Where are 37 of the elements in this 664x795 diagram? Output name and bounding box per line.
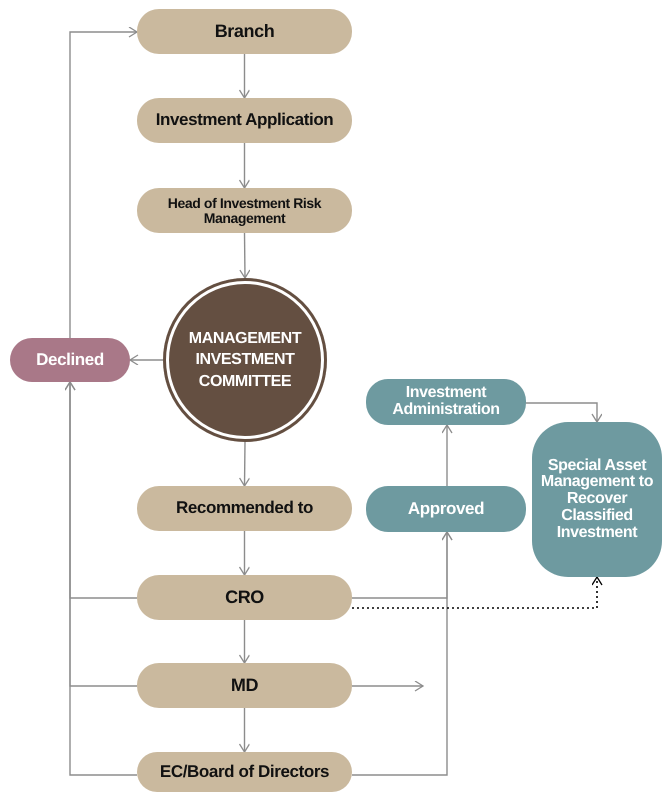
process-box <box>137 752 352 792</box>
process-box <box>137 575 352 620</box>
node-label: CRO <box>225 588 264 608</box>
arrow <box>352 680 424 692</box>
outcome-box <box>366 486 526 532</box>
process-box <box>137 188 352 233</box>
process-box <box>532 422 662 577</box>
arrow <box>238 708 250 753</box>
arrow <box>238 442 250 487</box>
node-label: EC/Board of Directors <box>160 762 330 782</box>
arrow <box>238 54 250 99</box>
process-box <box>137 486 352 531</box>
node-label: Declined <box>36 350 104 370</box>
node-label: Investment Administration <box>391 385 501 419</box>
outcome-box <box>366 379 526 425</box>
node-label: Branch <box>214 22 274 42</box>
node-label: MD <box>230 676 258 696</box>
node-label: Head of Investment Risk Management <box>166 196 322 226</box>
arrow <box>239 233 251 279</box>
node-label: Recommended to <box>176 499 314 518</box>
arrow <box>238 143 250 189</box>
arrow <box>64 381 137 776</box>
outcome-box <box>10 338 130 382</box>
process-box <box>137 98 352 143</box>
arrow <box>69 26 138 338</box>
dotted-arrow <box>352 576 603 609</box>
arrow <box>238 531 250 576</box>
node-label: Special Asset Management to Recover Classified Investment <box>540 458 654 542</box>
node-label: Approved <box>408 500 484 518</box>
arrow <box>129 354 163 366</box>
process-box <box>137 663 352 708</box>
arrow <box>441 424 453 486</box>
process-box <box>137 9 352 54</box>
arrow <box>238 620 250 664</box>
node-label: Investment Application <box>156 111 334 130</box>
arrow <box>526 402 603 423</box>
node-label: MANAGEMENT INVESTMENT COMMITTEE <box>188 328 302 392</box>
